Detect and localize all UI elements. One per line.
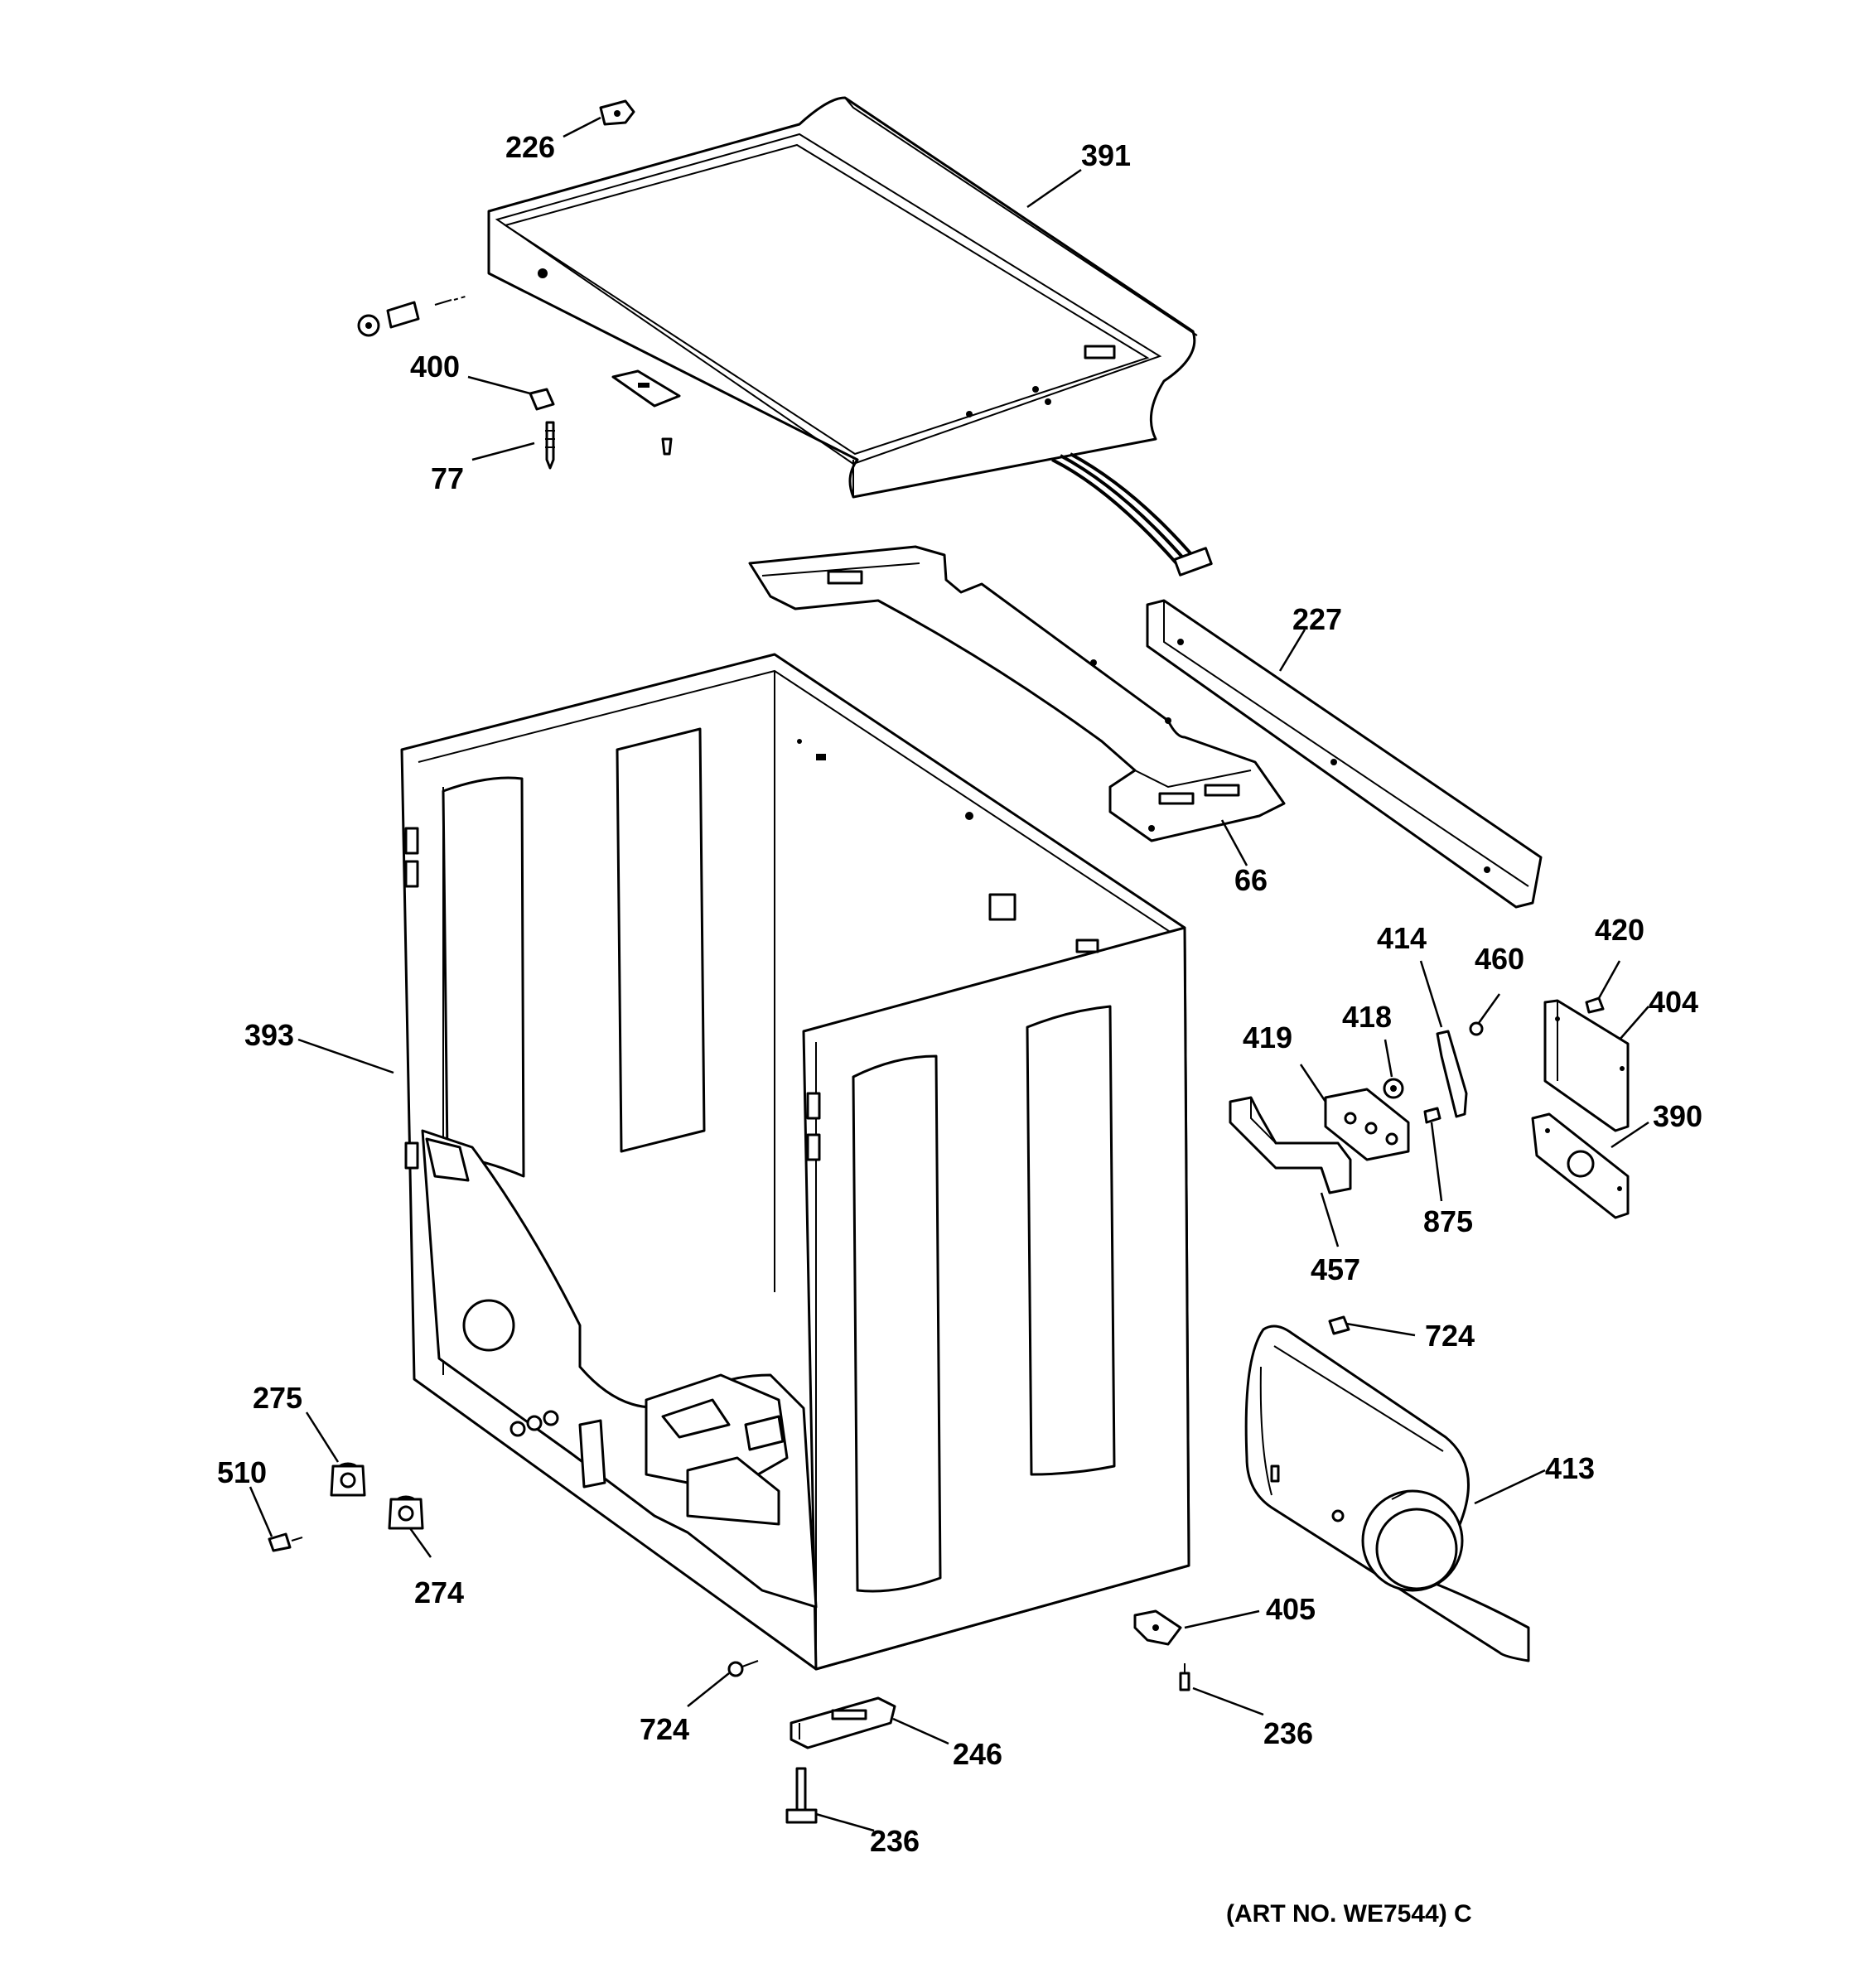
hinge-clip-226 [599, 99, 635, 126]
label-457: 457 [1311, 1252, 1360, 1286]
bracket-plate [611, 369, 681, 408]
leveling-leg-246 [790, 1696, 896, 1749]
small-screw [661, 437, 673, 456]
support-bracket-part [748, 545, 1286, 842]
switch-275 [330, 1462, 366, 1497]
knob-parts [357, 295, 469, 337]
label-405: 405 [1266, 1592, 1316, 1626]
screw-875 [1423, 1107, 1441, 1124]
screw-510 [268, 1532, 303, 1552]
label-390: 390 [1653, 1099, 1702, 1133]
label-875: 875 [1423, 1204, 1473, 1238]
screw-77 [545, 421, 555, 470]
mounting-bracket-457 [1229, 1096, 1352, 1194]
label-226: 226 [505, 130, 555, 164]
label-413: 413 [1545, 1451, 1595, 1485]
label-274: 274 [414, 1575, 464, 1609]
leader-lines [249, 116, 1649, 1832]
label-227: 227 [1292, 602, 1342, 636]
screw-420 [1585, 996, 1605, 1014]
label-77: 77 [431, 461, 464, 495]
front-rail-part [1146, 599, 1543, 909]
screw-236-right [1179, 1663, 1190, 1691]
label-404: 404 [1649, 985, 1698, 1019]
leg-screw-236 [785, 1767, 818, 1824]
label-419: 419 [1243, 1021, 1292, 1054]
wire-harness [1051, 452, 1213, 577]
label-510: 510 [217, 1455, 267, 1489]
label-400: 400 [410, 350, 460, 384]
label-460: 460 [1475, 942, 1524, 976]
screw-460 [1469, 1021, 1484, 1036]
label-420: 420 [1595, 913, 1644, 947]
art-number: (ART NO. WE7544) C [1226, 1900, 1472, 1928]
screw-724-top [1328, 1315, 1350, 1335]
switch-274 [388, 1495, 424, 1530]
label-393: 393 [244, 1018, 294, 1052]
label-391: 391 [1081, 138, 1131, 172]
nut-418 [1383, 1078, 1404, 1099]
label-275: 275 [253, 1381, 302, 1415]
part-labels: 226 391 400 77 227 66 393 414 460 420 40… [217, 130, 1702, 1858]
label-724-top: 724 [1425, 1319, 1475, 1353]
label-66: 66 [1234, 863, 1268, 897]
strap-414 [1436, 1030, 1468, 1118]
terminal-block-419 [1324, 1088, 1410, 1161]
front-panel-part [1244, 1325, 1530, 1662]
plate-404 [1543, 999, 1630, 1132]
label-246: 246 [953, 1737, 1002, 1771]
screw-724-bottom [727, 1660, 759, 1677]
label-418: 418 [1342, 1000, 1392, 1034]
clip-400 [529, 388, 555, 411]
plate-390 [1531, 1112, 1630, 1219]
label-414: 414 [1377, 921, 1427, 955]
cabinet-part [400, 653, 1190, 1671]
label-724-bottom: 724 [640, 1712, 689, 1746]
label-236-right: 236 [1263, 1716, 1313, 1750]
clip-405 [1133, 1609, 1182, 1646]
label-236-bottom: 236 [870, 1824, 920, 1858]
top-cover-part [487, 96, 1198, 499]
